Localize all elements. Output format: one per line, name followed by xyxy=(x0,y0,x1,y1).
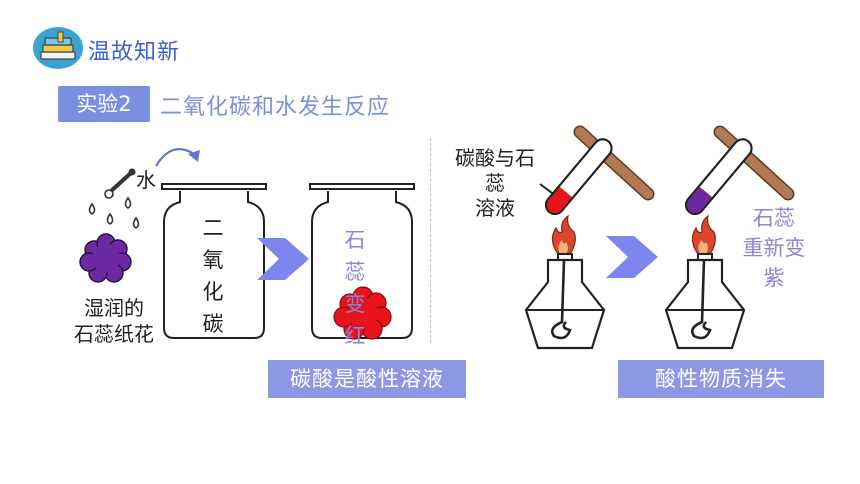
curved-arrow-icon xyxy=(155,148,200,167)
result-line3: 紫 xyxy=(763,266,785,290)
test-tube-red-setup xyxy=(524,125,655,350)
header-title: 温故知新 xyxy=(88,40,181,65)
result-line2: 重新变 xyxy=(742,236,806,260)
water-drops-icon xyxy=(88,196,140,229)
flower-caption-line1: 湿润的 xyxy=(84,296,144,320)
books-icon xyxy=(33,27,83,69)
jar2-char-4: 红 xyxy=(344,324,366,348)
jar1-char-2: 氧 xyxy=(202,248,224,272)
jar2-char-1: 石 xyxy=(344,228,366,252)
purple-litmus-flower xyxy=(79,233,132,283)
jar1-char-4: 碳 xyxy=(202,312,224,336)
water-label: 水 xyxy=(136,168,156,192)
right-conclusion-banner: 酸性物质消失 xyxy=(618,360,824,398)
red-litmus-flower xyxy=(333,286,392,340)
gas-jar-red xyxy=(309,183,415,339)
arrow-right-icon xyxy=(606,236,658,278)
tube-label-line3: 溶液 xyxy=(475,196,515,220)
jar1-char-3: 化 xyxy=(202,280,224,304)
jar2-char-2: 蕊 xyxy=(344,260,366,284)
scene-divider xyxy=(430,138,431,343)
left-conclusion-banner: 碳酸是酸性溶液 xyxy=(268,360,466,398)
dropper-icon xyxy=(104,168,136,199)
experiment-title: 二氧化碳和水发生反应 xyxy=(160,95,391,120)
gas-jar-co2 xyxy=(161,183,267,339)
jar1-char-1: 二 xyxy=(202,216,224,240)
tube-label-line2: 蕊 xyxy=(485,171,505,195)
arrow-right-icon xyxy=(257,238,309,280)
tube-label-line1: 碳酸与石 xyxy=(455,146,535,170)
experiment-badge: 实验2 xyxy=(58,86,150,122)
result-line1: 石蕊 xyxy=(753,206,795,230)
jar2-char-3: 变 xyxy=(344,292,366,316)
test-tube-purple-setup xyxy=(664,125,795,350)
flower-caption-line2: 石蕊纸花 xyxy=(74,322,154,346)
